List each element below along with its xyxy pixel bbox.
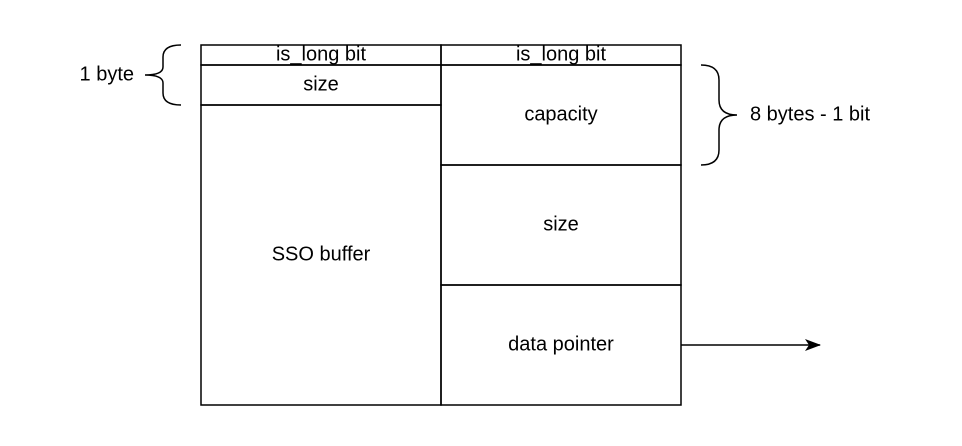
one-byte-label: 1 byte	[80, 63, 134, 85]
long-mode-layout: is_long bit capacity size data pointer	[440, 43, 682, 406]
short-mode-is-long-bit-label: is_long bit	[276, 43, 367, 65]
short-mode-size-label: size	[303, 73, 339, 95]
eight-bytes-brace	[700, 64, 738, 166]
one-byte-brace	[144, 44, 182, 106]
eight-bytes-label: 8 bytes - 1 bit	[750, 103, 871, 125]
long-mode-capacity-label: capacity	[524, 103, 597, 125]
long-mode-data-pointer-label: data pointer	[508, 333, 614, 355]
short-mode-layout: is_long bit size SSO buffer	[200, 43, 442, 406]
long-mode-is-long-bit-label: is_long bit	[516, 43, 607, 65]
short-mode-sso-buffer-label: SSO buffer	[272, 243, 371, 265]
long-mode-size-label: size	[543, 213, 579, 235]
